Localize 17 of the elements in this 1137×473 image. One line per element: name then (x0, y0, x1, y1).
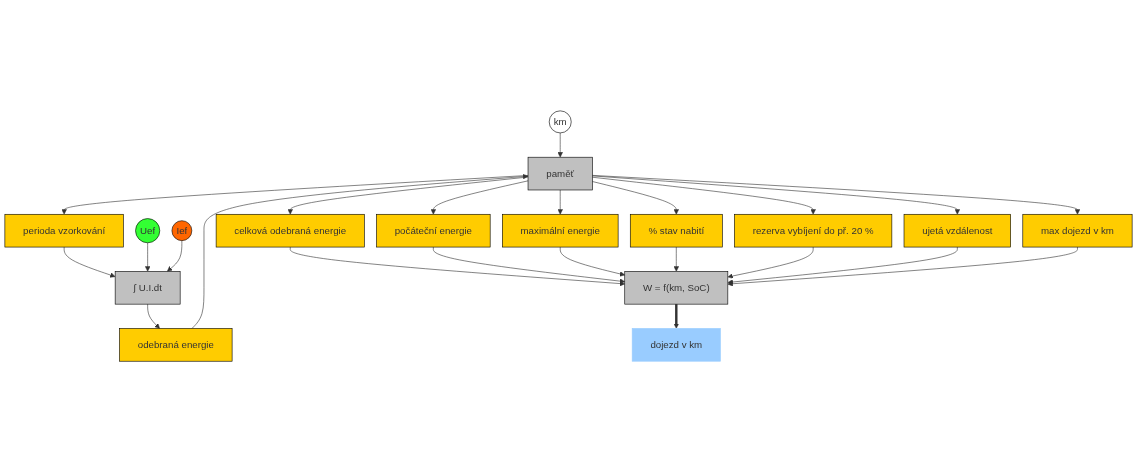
node-box: % stav nabití (629, 214, 723, 248)
node-circle: km (548, 111, 572, 134)
node-box: W = f(km, SoC) (624, 271, 729, 305)
node-box: celková odebraná energie (215, 214, 365, 248)
node-circle: Ief (171, 220, 193, 242)
node-box: ∫ U.I.dt (114, 271, 181, 305)
node-box: max dojezd v km (1022, 214, 1133, 248)
arrow (673, 304, 679, 330)
node-box: dojezd v km (631, 328, 721, 362)
node-circle: Uef (135, 218, 161, 244)
node-box: odebraná energie (119, 328, 233, 362)
node-box: paměť (527, 157, 593, 191)
node-box: ujetá vzdálenost (903, 214, 1011, 248)
node-box: perioda vzorkování (4, 214, 124, 248)
node-box: rezerva vybíjení do př. 20 % (734, 214, 893, 248)
node-box: maximální energie (502, 214, 619, 248)
node-box: počáteční energie (376, 214, 491, 248)
